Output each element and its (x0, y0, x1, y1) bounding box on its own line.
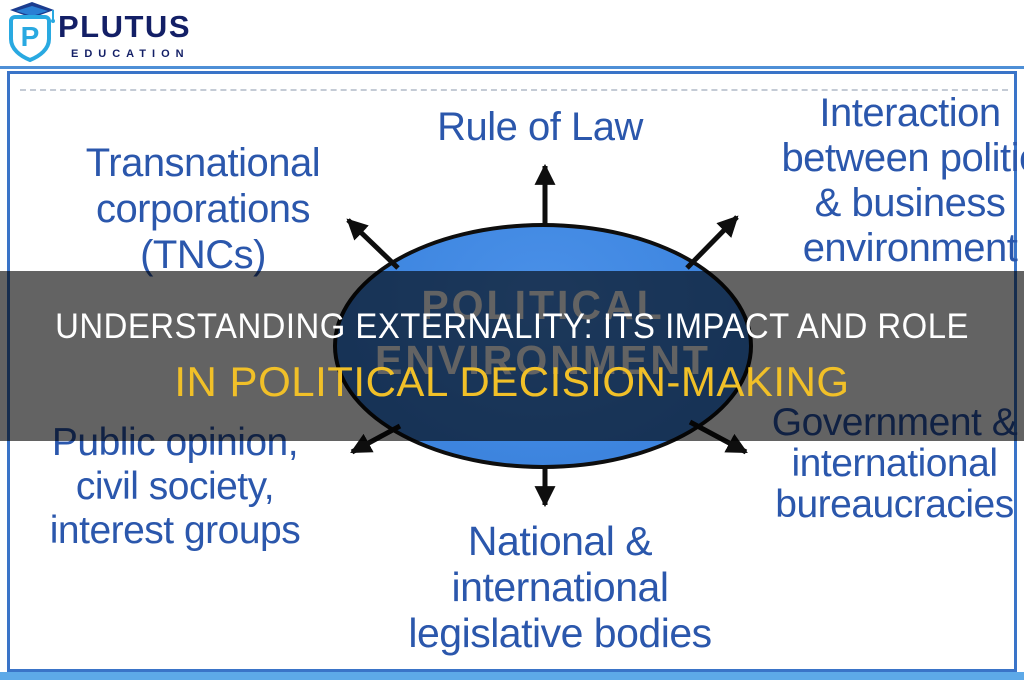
node-line: international (451, 564, 669, 610)
node-legislative-bodies: National & international legislative bod… (390, 518, 730, 656)
node-line: international (791, 442, 998, 485)
node-line: Rule of Law (437, 105, 643, 149)
node-line: legislative bodies (408, 610, 712, 656)
shield-icon (9, 15, 51, 63)
node-rule-of-law: Rule of Law (385, 104, 695, 150)
node-line: bureaucracies (775, 483, 1014, 526)
brand-subtitle: EDUCATION (71, 48, 190, 60)
node-line: corporations (95, 187, 311, 231)
node-transnational-corporations: Transnational corporations (TNCs) (50, 140, 356, 278)
banner-overlay (0, 271, 1024, 441)
node-interaction: Interaction between politic & business e… (742, 91, 1024, 271)
node-line: interest groups (49, 509, 301, 552)
arrow-up-right (685, 215, 739, 270)
node-line: & business (814, 181, 1006, 225)
title-banner: UNDERSTANDING EXTERNALITY: ITS IMPACT AN… (0, 271, 1024, 441)
dashed-separator (20, 89, 1008, 91)
brand-name: PLUTUS (58, 9, 191, 44)
node-line: National & (467, 518, 653, 564)
node-line: Interaction (819, 91, 1001, 135)
banner-title-line2: IN POLITICAL DECISION-MAKING (174, 357, 850, 405)
header-divider (0, 66, 1024, 69)
node-line: civil society, (75, 465, 275, 508)
arrow-up-left (346, 218, 400, 270)
bottom-border-band (0, 672, 1024, 680)
banner-title-line1: UNDERSTANDING EXTERNALITY: ITS IMPACT AN… (55, 306, 969, 346)
node-line: Transnational (85, 141, 321, 185)
brand-block: PLUTUS EDUCATION (58, 9, 191, 60)
header: P PLUTUS EDUCATION (0, 0, 1024, 66)
node-line: between politic (781, 136, 1024, 180)
plutus-shield-logo-icon: P (9, 2, 55, 63)
node-line: (TNCs) (140, 233, 266, 277)
node-line: environment (802, 226, 1018, 270)
logo-letter: P (21, 21, 40, 52)
